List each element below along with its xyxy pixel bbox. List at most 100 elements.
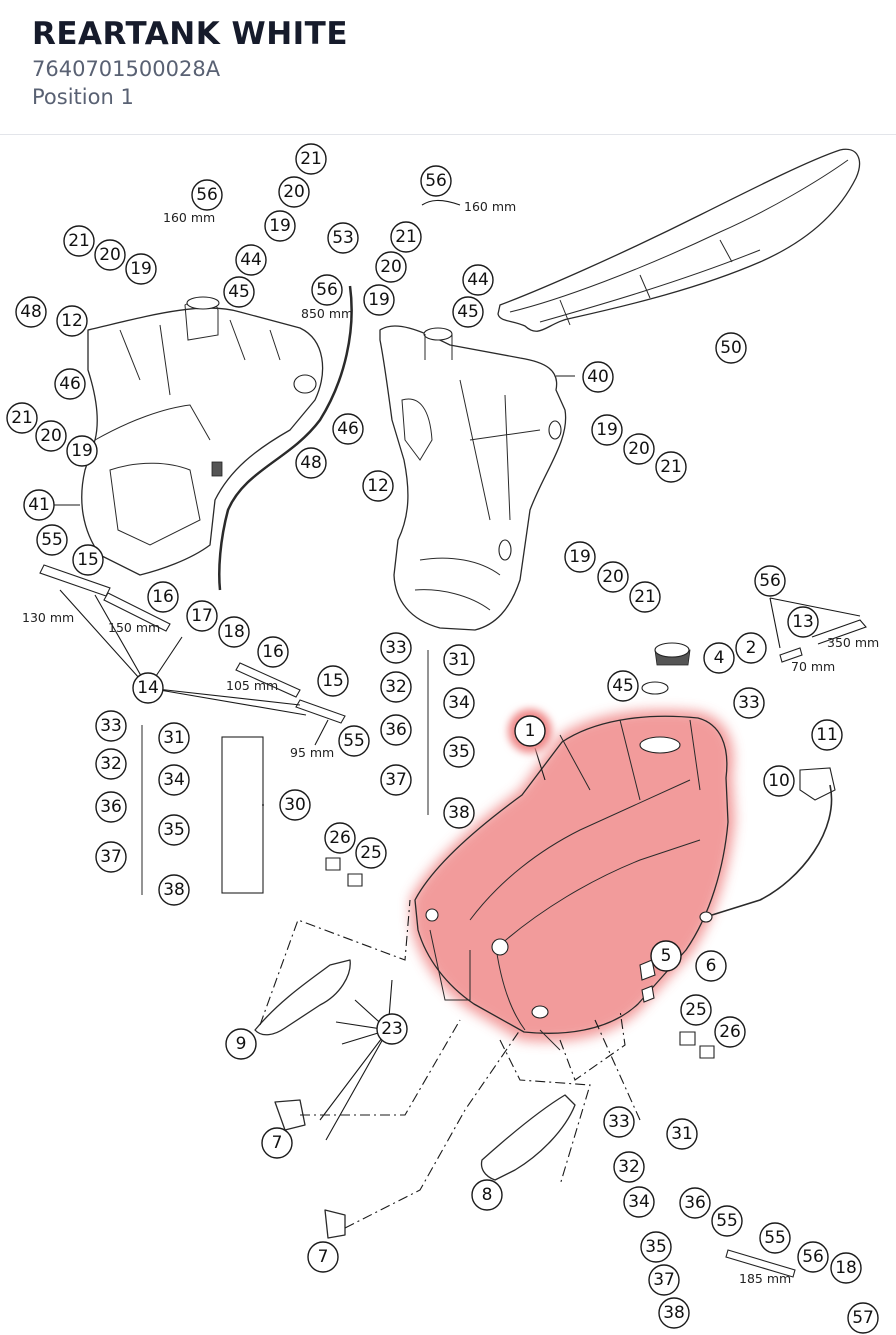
callout: 14 [132,672,164,704]
dimension-label: 105 mm [226,678,278,693]
callout-number: 34 [163,770,185,790]
callout-number: 55 [716,1211,738,1231]
callout-number: 5 [661,946,672,966]
callout: 33 [95,710,127,742]
callout-number: 38 [448,803,470,823]
callout: 20 [94,239,126,271]
dimension-label: 95 mm [290,745,334,760]
callout: 10 [763,765,795,797]
callout: 56 [311,274,343,306]
callout: 13 [787,606,819,638]
callout-number: 40 [587,367,609,387]
callout: 55 [338,725,370,757]
callout-number: 32 [100,754,122,774]
callout-number: 56 [196,185,218,205]
callout: 56 [191,179,223,211]
callout-number: 1 [525,721,536,741]
callout-number: 32 [385,677,407,697]
callout-number: 55 [343,731,365,751]
callout-number: 45 [612,676,634,696]
callout: 44 [462,264,494,296]
left-tank-part [81,296,324,576]
callout-number: 10 [768,771,790,791]
callout-number: 21 [395,227,417,247]
callout-number: 25 [685,1000,707,1020]
callout: 48 [295,447,327,479]
callout: 19 [125,253,157,285]
callout: 21 [390,221,422,253]
dimension-label: 160 mm [163,210,215,225]
callout-number: 17 [191,606,213,626]
callout-number: 11 [816,725,838,745]
callout: 35 [443,736,475,768]
dimension-labels: 160 mm 160 mm 850 mm 130 mm 150 mm 105 m… [22,199,879,1286]
dimension-label: 185 mm [739,1271,791,1286]
callout-number: 20 [99,245,121,265]
callout: 32 [613,1151,645,1183]
callout-number: 23 [381,1019,403,1039]
callout: 55 [759,1222,791,1254]
callout: 33 [380,632,412,664]
callout: 46 [332,413,364,445]
callout: 45 [223,276,255,308]
callout: 41 [23,489,55,521]
callout: 12 [56,305,88,337]
callout-number: 31 [163,728,185,748]
callout-number: 9 [236,1034,247,1054]
callout: 34 [158,764,190,796]
callout-number: 20 [628,439,650,459]
callout-number: 38 [663,1303,685,1323]
callout: 7 [307,1241,339,1273]
callout: 21 [629,581,661,613]
callout-number: 19 [130,259,152,279]
callout: 16 [257,636,289,668]
callout-number: 34 [448,693,470,713]
callout: 20 [278,176,310,208]
callout: 20 [597,561,629,593]
callout-number: 16 [262,642,284,662]
callout: 18 [218,616,250,648]
callout-number: 26 [329,828,351,848]
callout-number: 19 [368,290,390,310]
callout-number: 21 [660,457,682,477]
callout: 31 [158,722,190,754]
callout: 32 [380,671,412,703]
callout-number: 7 [318,1247,329,1267]
callout-number: 41 [28,495,50,515]
callout: 26 [714,1016,746,1048]
callout: 15 [72,544,104,576]
callout-number: 37 [100,847,122,867]
callout: 40 [582,361,614,393]
dimension-label: 150 mm [108,620,160,635]
callout: 55 [711,1205,743,1237]
callout-number: 21 [634,587,656,607]
callout: 19 [591,414,623,446]
callout: 45 [452,296,484,328]
callout: 36 [95,791,127,823]
callout: 11 [811,719,843,751]
callout-number: 18 [835,1258,857,1278]
callout-number: 19 [71,441,93,461]
callout-number: 21 [11,408,33,428]
callout-number: 15 [77,550,99,570]
callout: 19 [363,284,395,316]
callout: 46 [54,368,86,400]
callout: 32 [95,748,127,780]
callout: 37 [648,1264,680,1296]
callout: 33 [603,1106,635,1138]
callout-number: 20 [602,567,624,587]
callout-number: 25 [360,843,382,863]
callout-number: 36 [684,1193,706,1213]
callout-number: 53 [332,228,354,248]
callout-number: 33 [100,716,122,736]
callout-number: 37 [653,1270,675,1290]
callout: 44 [235,244,267,276]
callout: 35 [158,814,190,846]
header: REARTANK WHITE 7640701500028A Position 1 [0,0,896,135]
callout-number: 4 [714,648,725,668]
callout: 48 [15,296,47,328]
callout-number: 56 [425,171,447,191]
callout-number: 8 [482,1185,493,1205]
callout-number: 16 [152,587,174,607]
